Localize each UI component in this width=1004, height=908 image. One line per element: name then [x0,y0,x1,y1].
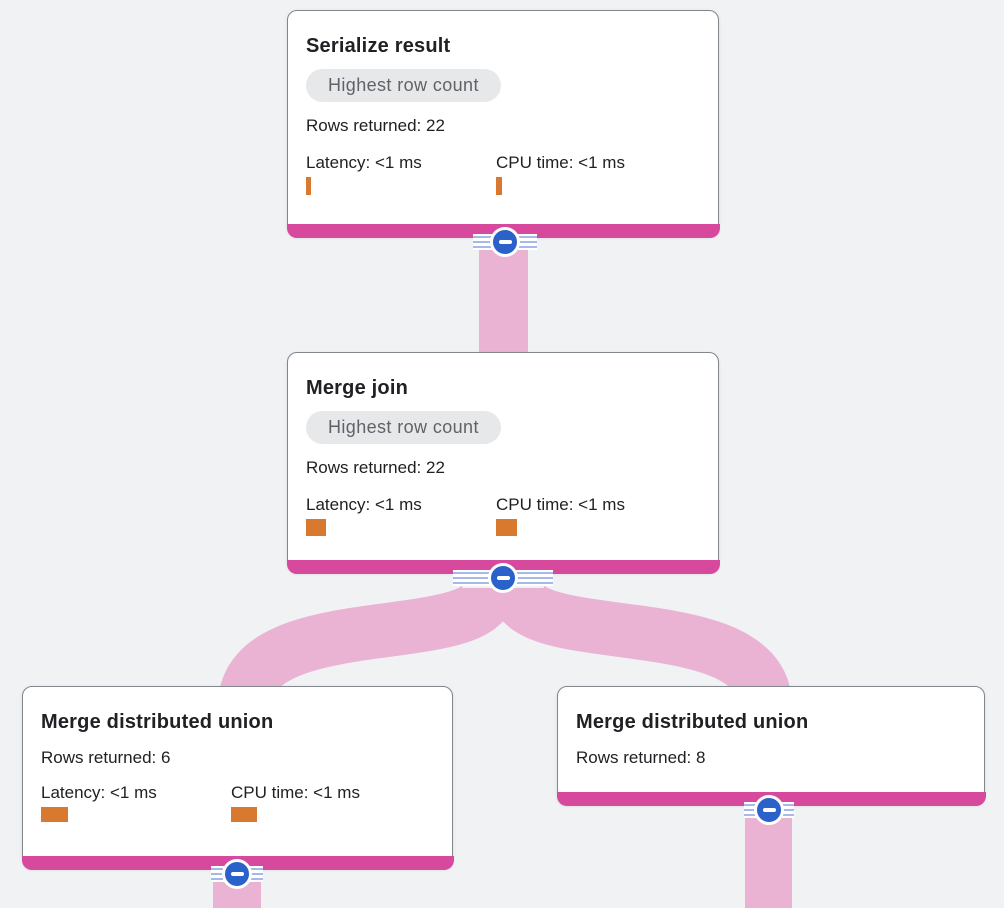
connector-serialize-result [473,227,537,257]
highest-row-count-badge: Highest row count [306,411,501,444]
cpu-time-bar [496,177,502,195]
cpu-time-bar [496,519,517,536]
rows-returned-label: Rows returned: 22 [306,458,445,477]
collapse-button[interactable] [754,795,784,825]
node-title: Serialize result [306,35,451,57]
minus-icon [762,808,776,812]
latency-metric: Latency: <1 ms [306,151,496,195]
connector-merge-join [453,563,553,593]
minus-icon [230,872,244,876]
node-metrics: Latency: <1 ms CPU time: <1 ms [306,493,700,536]
plan-node-serialize-result[interactable]: Serialize result Highest row count Rows … [286,10,720,238]
latency-bar [41,807,68,822]
minus-icon [496,576,510,580]
rows-returned-label: Rows returned: 22 [306,116,445,135]
collapse-button[interactable] [222,859,252,889]
latency-bar [306,519,326,536]
node-title: Merge distributed union [576,711,809,733]
collapse-button[interactable] [488,563,518,593]
latency-metric: Latency: <1 ms [306,493,496,536]
collapse-button[interactable] [490,227,520,257]
latency-label: Latency: <1 ms [306,153,422,172]
plan-node-merge-join[interactable]: Merge join Highest row count Rows return… [286,352,720,574]
plan-node-merge-distributed-union-right[interactable]: Merge distributed union Rows returned: 8 [556,686,986,806]
connector-merge-distributed-union-left [211,859,263,889]
rows-returned-label: Rows returned: 6 [41,748,171,767]
latency-metric: Latency: <1 ms [41,781,231,822]
cpu-time-label: CPU time: <1 ms [496,495,625,514]
latency-label: Latency: <1 ms [306,495,422,514]
edge-mergejoin-to-left-union [218,581,516,709]
node-metrics: Latency: <1 ms CPU time: <1 ms [41,781,434,822]
cpu-time-label: CPU time: <1 ms [231,783,360,802]
node-title: Merge join [306,377,409,399]
plan-node-merge-distributed-union-left[interactable]: Merge distributed union Rows returned: 6… [21,686,454,870]
edge-mergejoin-to-right-union [490,581,792,709]
cpu-time-metric: CPU time: <1 ms [496,151,686,195]
cpu-time-label: CPU time: <1 ms [496,153,625,172]
connector-merge-distributed-union-right [744,795,794,825]
rows-returned-label: Rows returned: 8 [576,748,706,767]
cpu-time-metric: CPU time: <1 ms [231,781,421,822]
node-metrics: Latency: <1 ms CPU time: <1 ms [306,151,700,195]
latency-label: Latency: <1 ms [41,783,157,802]
minus-icon [498,240,512,244]
highest-row-count-badge: Highest row count [306,69,501,102]
cpu-time-metric: CPU time: <1 ms [496,493,686,536]
cpu-time-bar [231,807,257,822]
latency-bar [306,177,311,195]
node-title: Merge distributed union [41,711,274,733]
